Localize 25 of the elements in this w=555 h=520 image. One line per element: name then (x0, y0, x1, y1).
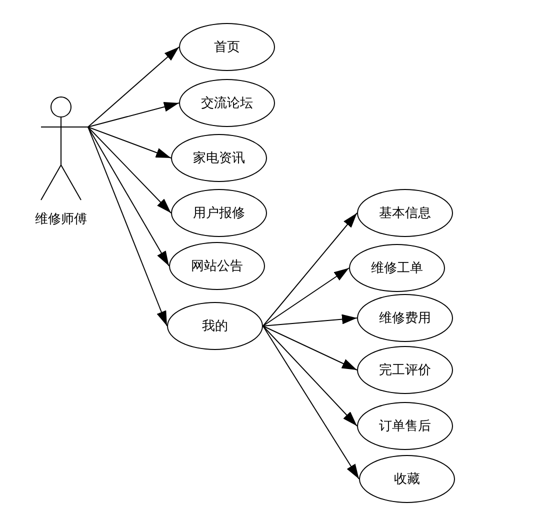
use-case-ellipse: 网站公告 (169, 242, 265, 290)
arrow (88, 126, 170, 266)
arrow (262, 314, 358, 326)
use-case-ellipse: 收藏 (359, 455, 455, 503)
arrow (262, 326, 358, 426)
use-case-ellipse: 基本信息 (357, 189, 453, 237)
arrow (88, 102, 180, 128)
use-case-ellipse: 订单售后 (357, 402, 453, 450)
use-case-ellipse: 完工评价 (357, 346, 453, 394)
use-case-ellipse: 家电资讯 (171, 134, 267, 182)
use-case-ellipse: 我的 (167, 302, 263, 350)
arrow (88, 126, 168, 326)
use-case-ellipse: 用户报修 (171, 189, 267, 237)
arrow (88, 46, 180, 128)
actor-label: 维修师傅 (34, 211, 88, 228)
use-case-ellipse: 首页 (179, 23, 275, 71)
arrow (262, 326, 358, 370)
use-case-ellipse: 维修费用 (357, 294, 453, 342)
arrow (262, 326, 360, 480)
arrow (88, 126, 172, 214)
arrow (262, 212, 358, 326)
arrow (262, 268, 350, 326)
arrow (88, 126, 172, 158)
use-case-ellipse: 维修工单 (349, 244, 445, 292)
use-case-ellipse: 交流论坛 (179, 79, 275, 127)
